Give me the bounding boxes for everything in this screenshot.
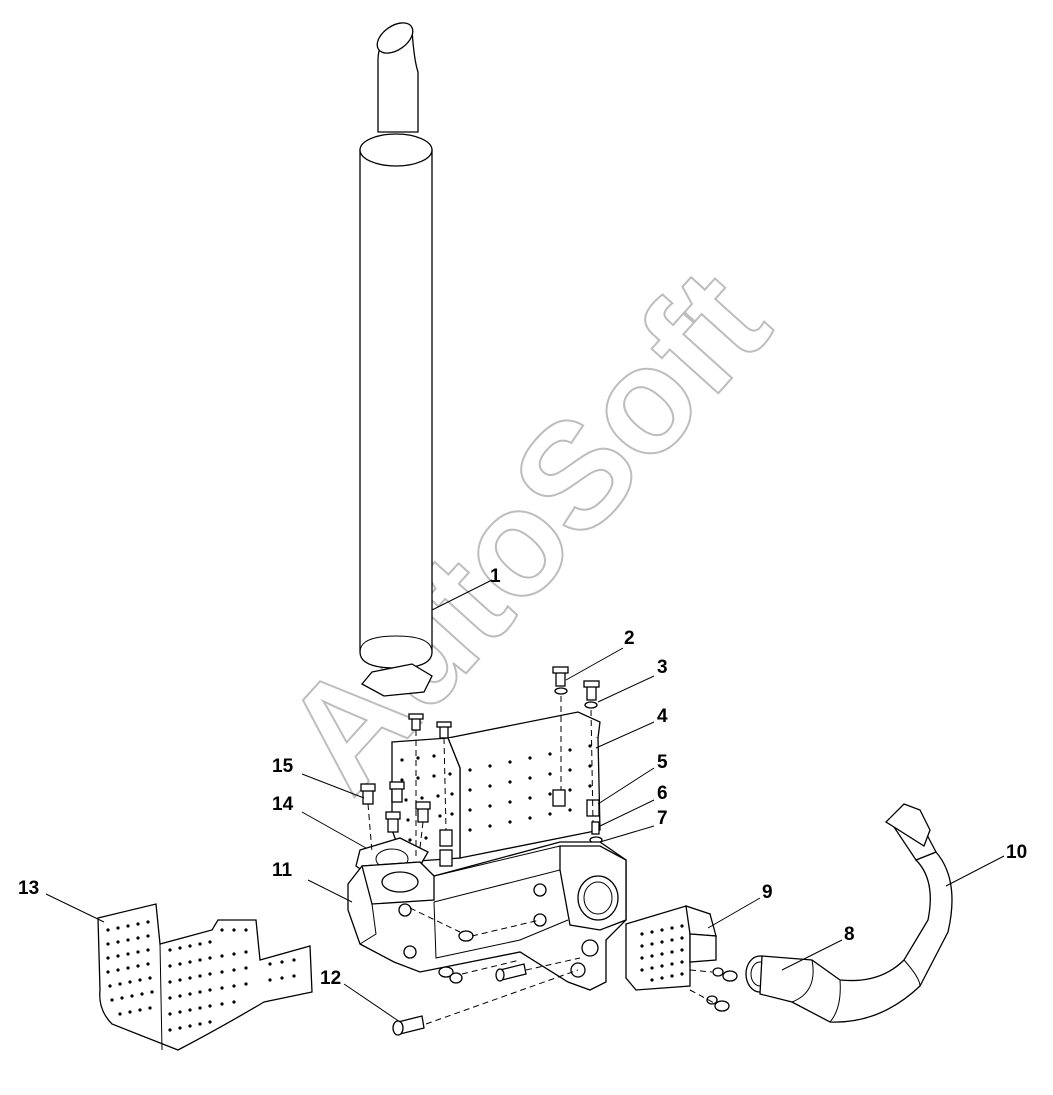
loose-hardware bbox=[392, 930, 738, 1036]
top-bolts bbox=[408, 666, 600, 739]
callout-11: 11 bbox=[272, 860, 293, 881]
callout-15: 15 bbox=[272, 756, 294, 777]
callout-12: 12 bbox=[320, 968, 341, 989]
perforated-wrap-guard bbox=[97, 903, 313, 1051]
callout-13: 13 bbox=[18, 878, 39, 899]
callout-3: 3 bbox=[657, 657, 668, 678]
bracket-heat-shield bbox=[625, 905, 717, 991]
silencer-stack bbox=[359, 22, 433, 697]
callout-labels: 1 2 3 4 5 6 7 8 9 10 11 12 13 14 15 bbox=[18, 566, 1027, 989]
callout-14: 14 bbox=[272, 794, 294, 815]
callout-1: 1 bbox=[490, 566, 501, 587]
callout-8: 8 bbox=[844, 924, 855, 945]
callout-10: 10 bbox=[1006, 842, 1027, 863]
callout-2: 2 bbox=[624, 628, 635, 649]
callout-4: 4 bbox=[657, 706, 668, 727]
callout-7: 7 bbox=[657, 808, 668, 829]
exhaust-box-body bbox=[347, 841, 627, 991]
assembly-center-lines bbox=[367, 696, 717, 1025]
perforated-heat-shield bbox=[391, 711, 601, 863]
leader-lines bbox=[45, 579, 1005, 1023]
exhaust-pipe bbox=[745, 803, 953, 1023]
callout-6: 6 bbox=[657, 783, 668, 804]
callout-5: 5 bbox=[657, 752, 668, 773]
callout-9: 9 bbox=[762, 882, 773, 903]
